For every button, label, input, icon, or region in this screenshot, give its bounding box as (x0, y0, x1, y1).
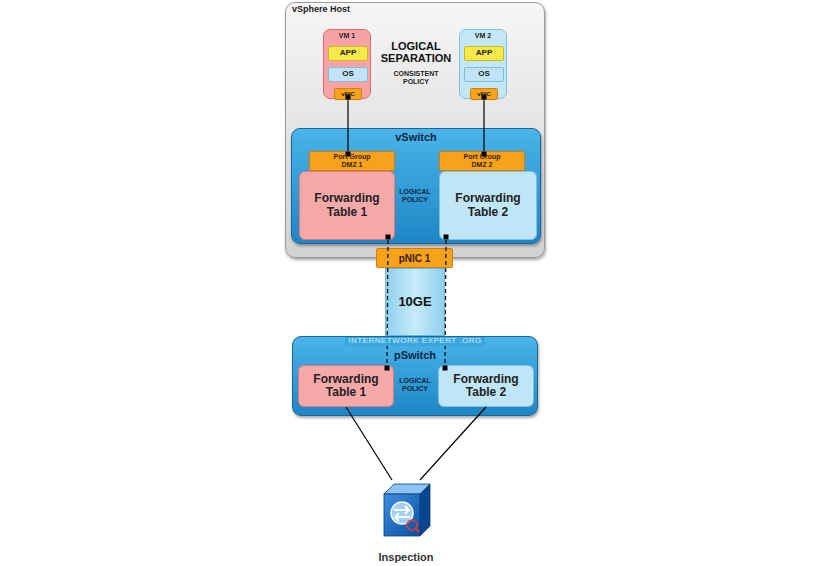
node-label: OS (342, 70, 354, 79)
node-label: pSwitch (293, 349, 537, 361)
app-layer: APP (464, 46, 504, 61)
pnic-box: pNIC 1 (376, 248, 453, 268)
vm-box: VM 2 APP OS vNIC (459, 29, 507, 99)
node-label: APP (340, 49, 356, 58)
connector (420, 407, 486, 480)
connector (445, 240, 446, 365)
port-marker (346, 95, 351, 100)
port-marker (386, 235, 391, 240)
node-label: VM 1 (324, 32, 370, 40)
port-marker (482, 95, 487, 100)
vm-box: VM 1 APP OS vNIC (323, 29, 371, 99)
link-band: 10GE (385, 268, 445, 336)
node-label: Port Group DMZ 1 (326, 153, 378, 168)
node-label: vSwitch (292, 131, 540, 143)
port-marker (443, 366, 448, 371)
node-label: pNIC 1 (399, 253, 431, 264)
vnic-box: vNIC (470, 88, 498, 100)
port-group-tab: Port Group DMZ 1 (309, 151, 395, 171)
pswitch-box: pSwitchForwarding Table 1 Forwarding Tabl… (292, 336, 538, 416)
connector (347, 100, 348, 151)
app-layer: APP (328, 46, 368, 61)
annotation-text: LOGICAL POLICY (395, 188, 435, 203)
node-label: Forwarding Table 2 (441, 373, 531, 399)
node-label: VM 2 (460, 32, 506, 40)
connector (387, 240, 388, 365)
node-label: vNIC (341, 91, 355, 98)
os-layer: OS (464, 67, 504, 82)
forwarding-table: Forwarding Table 1 (299, 171, 395, 240)
port-marker (346, 152, 351, 157)
os-layer: OS (328, 67, 368, 82)
node-label: Forwarding Table 2 (443, 192, 533, 218)
inspection-icon (380, 480, 432, 542)
node-label: Forwarding Table 1 (301, 373, 391, 399)
connector (483, 100, 484, 151)
node-label: vSphere Host (292, 5, 350, 15)
node-label: vNIC (477, 91, 491, 98)
annotation-text: LOGICAL POLICY (395, 377, 435, 392)
node-label: Forwarding Table 1 (302, 192, 392, 218)
vnic-box: vNIC (334, 88, 362, 100)
port-marker (482, 152, 487, 157)
annotation-text: LOGICAL SEPARATION (376, 40, 456, 64)
port-marker (444, 235, 449, 240)
port-group-tab: Port Group DMZ 2 (439, 151, 525, 171)
node-label: APP (476, 49, 492, 58)
forwarding-table: Forwarding Table 1 (298, 365, 394, 407)
vswitch-box: vSwitchPort Group DMZ 1 Forwarding Table … (291, 128, 541, 244)
node-label: OS (478, 70, 490, 79)
forwarding-table: Forwarding Table 2 (439, 171, 537, 240)
inspection-appliance: Inspection (380, 480, 432, 542)
node-label: 10GE (398, 295, 431, 309)
node-label: Port Group DMZ 2 (456, 153, 508, 168)
annotation-text: CONSISTENT POLICY (386, 70, 446, 85)
connector (346, 407, 392, 480)
node-label: Inspection (360, 551, 452, 563)
watermark-text: INTERNETWORK EXPERT .ORG (345, 337, 485, 346)
forwarding-table: Forwarding Table 2 (438, 365, 534, 407)
port-marker (385, 366, 390, 371)
